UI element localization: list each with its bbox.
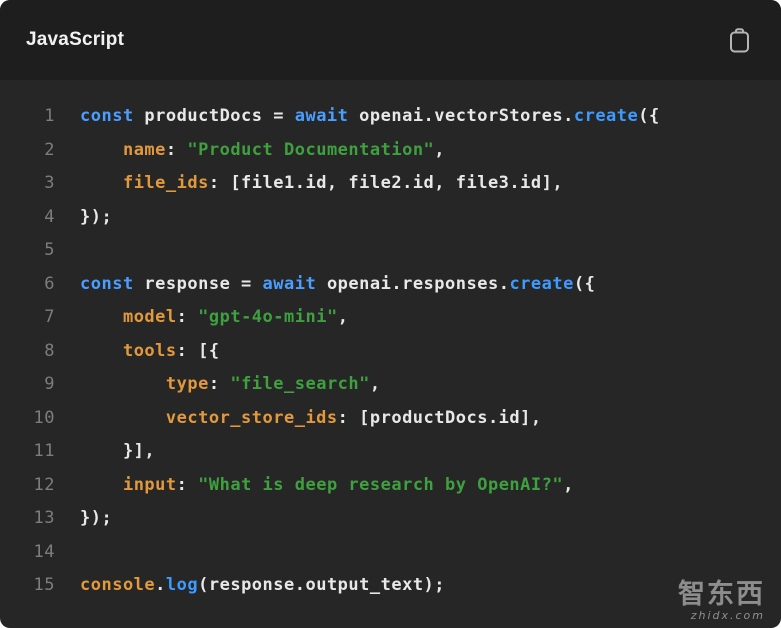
line-number: 12 [33, 474, 55, 495]
code-line: 3 file_ids: [file1.id, file2.id, file3.i… [0, 167, 781, 201]
line-number: 6 [44, 273, 55, 294]
code-line: 9 type: "file_search", [0, 368, 781, 402]
code-text: console.log(response.output_text); [80, 575, 446, 595]
code-block-header: JavaScript [0, 0, 781, 80]
code-text: tools: [{ [122, 340, 220, 361]
copy-button[interactable] [724, 23, 755, 58]
code-line: 12 input: "What is deep research by Open… [0, 469, 781, 503]
code-line: 10 vector_store_ids: [productDocs.id], [0, 402, 781, 436]
code-editor-area: 1 const productDocs = await openai.vector… [0, 80, 781, 603]
clipboard-icon [728, 27, 751, 57]
code-text: const productDocs = await openai.vectorS… [80, 106, 660, 126]
code-text: }], [80, 441, 156, 461]
line-number: 4 [44, 206, 55, 227]
line-number: 9 [44, 374, 55, 394]
code-line: 13}); [0, 502, 781, 536]
code-text: type: "file_search", [165, 374, 381, 394]
code-line: 5 [0, 234, 781, 268]
line-number: 3 [44, 173, 55, 193]
code-line: 1 const productDocs = await openai.vector… [0, 100, 781, 134]
code-text: model: "gpt-4o-mini", [122, 307, 349, 327]
line-number: 5 [44, 240, 55, 260]
code-line: 11 }], [0, 435, 781, 469]
line-number: 13 [33, 508, 55, 528]
code-text: const response = await openai.responses.… [80, 273, 596, 294]
code-text: name: "Product Documentation", [122, 139, 446, 160]
language-label: JavaScript [26, 29, 125, 50]
code-lines: 1 const productDocs = await openai.vector… [0, 100, 781, 603]
line-number: 10 [33, 407, 55, 428]
code-text [55, 234, 80, 268]
code-line: 2 name: "Product Documentation", [0, 134, 781, 168]
code-text: vector_store_ids: [productDocs.id], [165, 407, 542, 428]
code-text: }); [80, 508, 113, 528]
code-line: 15 console.log(response.output_text); [0, 569, 781, 603]
code-text: }); [80, 206, 113, 227]
code-line: 7 model: "gpt-4o-mini", [0, 301, 781, 335]
code-line: 14 [0, 536, 781, 570]
watermark-domain-text: zhidx.com [690, 609, 765, 622]
line-number: 14 [33, 541, 55, 562]
line-number: 11 [33, 441, 55, 461]
code-text: input: "What is deep research by OpenAI?… [122, 474, 574, 495]
line-number: 8 [44, 340, 55, 361]
line-number: 2 [44, 139, 55, 160]
line-number: 7 [44, 307, 55, 327]
code-line: 8 tools: [{ [0, 335, 781, 369]
line-number: 1 [44, 106, 55, 126]
code-line: 6 const response = await openai.responses… [0, 268, 781, 302]
code-text [55, 536, 80, 570]
line-number: 15 [33, 575, 55, 595]
code-line: 4}); [0, 201, 781, 235]
code-text: file_ids: [file1.id, file2.id, file3.id]… [122, 173, 564, 193]
